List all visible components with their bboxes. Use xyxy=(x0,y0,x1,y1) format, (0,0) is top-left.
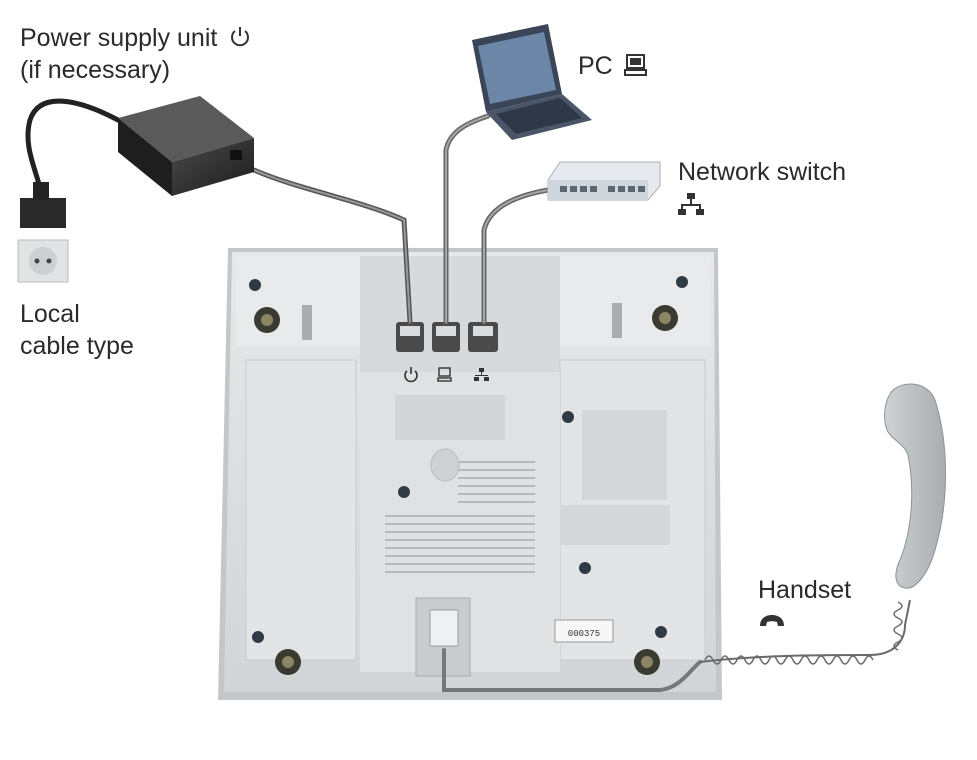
wall-socket xyxy=(17,239,69,283)
power-supply-label-line2: (if necessary) xyxy=(20,56,171,84)
screw-holes xyxy=(249,276,688,643)
handset-label-text: Handset xyxy=(758,576,852,604)
local-cable-label-line1: Local xyxy=(20,300,80,328)
local-cable-label: Local cable type xyxy=(20,298,134,362)
local-cable-label-line2: cable type xyxy=(20,332,134,360)
handset xyxy=(884,383,946,589)
port-power-icon xyxy=(404,367,418,383)
network-switch xyxy=(547,161,661,201)
pc-label-text: PC xyxy=(578,52,613,80)
connector-ports xyxy=(396,322,498,352)
phone-base: 000375 xyxy=(218,248,722,700)
handset-label: Handset xyxy=(758,574,851,638)
pc-laptop xyxy=(472,24,592,140)
handset-coiled-cord xyxy=(699,599,911,665)
port-network-icon xyxy=(474,368,489,381)
power-icon xyxy=(231,27,250,47)
port-pc-icon xyxy=(437,367,452,382)
serial-sticker-text: 000375 xyxy=(568,629,600,639)
pc-icon xyxy=(623,54,647,76)
rubber-feet xyxy=(254,305,678,675)
pc-label: PC xyxy=(578,50,648,82)
network-icon xyxy=(678,193,704,215)
serial-sticker xyxy=(554,619,614,643)
power-supply-label-line1: Power supply unit xyxy=(20,22,252,54)
handset-icon xyxy=(760,615,784,626)
vent-grille-upper xyxy=(458,461,535,503)
vent-grille-lower xyxy=(385,515,535,573)
power-supply-label: Power supply unit (if necessary) xyxy=(20,22,252,86)
power-supply-unit xyxy=(20,96,254,228)
network-switch-label: Network switch xyxy=(678,156,846,224)
cables xyxy=(25,98,702,692)
network-switch-label-text: Network switch xyxy=(678,158,847,186)
